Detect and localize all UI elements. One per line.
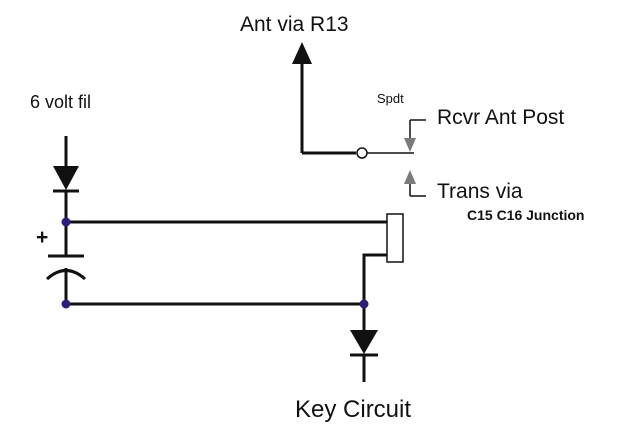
- antenna-arrowhead: [292, 42, 312, 64]
- rcvr-contact-arrow: [404, 138, 416, 152]
- label-plus: +: [36, 226, 48, 249]
- label-ant: Ant via R13: [240, 13, 349, 36]
- switch-pivot: [356, 147, 368, 159]
- key-diode-triangle: [350, 330, 378, 354]
- node-top-left: [61, 217, 71, 227]
- node-bottom-left: [61, 299, 71, 309]
- antenna-output: [292, 42, 356, 155]
- capacitor: [46, 254, 86, 304]
- relay-to-key-wire: [362, 253, 387, 330]
- relay-coil: [386, 213, 404, 263]
- filament-diode-triangle: [53, 166, 79, 190]
- label-trans: Trans via: [437, 180, 523, 203]
- junction-nodes: [61, 217, 369, 309]
- spdt-switch: [356, 119, 426, 197]
- label-spdt: Spdt: [377, 91, 404, 106]
- node-bottom-right: [359, 299, 369, 309]
- circuit-wires: [66, 220, 387, 330]
- trans-contact-arrow: [404, 170, 416, 184]
- label-filament: 6 volt fil: [30, 92, 91, 112]
- key-diode: [350, 330, 378, 382]
- label-rcvr: Rcvr Ant Post: [437, 106, 564, 129]
- label-junction: C15 C16 Junction: [467, 207, 584, 223]
- filament-branch: [53, 136, 79, 256]
- label-key: Key Circuit: [295, 396, 411, 423]
